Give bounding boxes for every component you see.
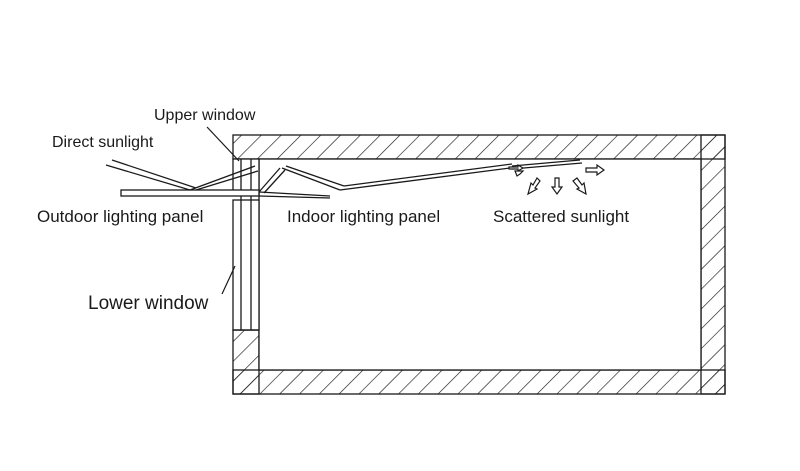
scattered-sunlight-arrows [508,163,606,196]
scatter-arrow-down [550,177,564,196]
label-lower-window: Lower window [88,293,209,314]
label-upper-window: Upper window [154,107,256,124]
bottom-wall [232,369,726,395]
upper-window-opening [232,158,260,194]
lower-window-pane [232,199,260,331]
room-interior [258,158,702,371]
label-indoor-lighting-panel: Indoor lighting panel [287,207,441,226]
direct-sunlight-ray [105,164,191,191]
lower-window-leader [221,265,236,295]
room-walls [232,134,726,395]
upper-window-leader [206,126,240,162]
window-frame [232,158,260,331]
label-outdoor-lighting-panel: Outdoor lighting panel [37,207,204,226]
top-wall [232,134,726,160]
scatter-arrow-up-left [514,170,525,177]
scatter-arrow-down-right [572,177,587,196]
scatter-arrow-down-left [527,177,541,196]
label-direct-sunlight: Direct sunlight [52,134,154,151]
scatter-arrow-right [585,163,606,177]
scatter-arrow-right-small [508,163,525,173]
left-wall-lower [232,329,260,395]
indoor-lighting-panel [258,191,331,199]
outdoor-lighting-panel [120,189,260,197]
right-wall [700,134,726,395]
label-scattered-sunlight: Scattered sunlight [493,207,630,226]
